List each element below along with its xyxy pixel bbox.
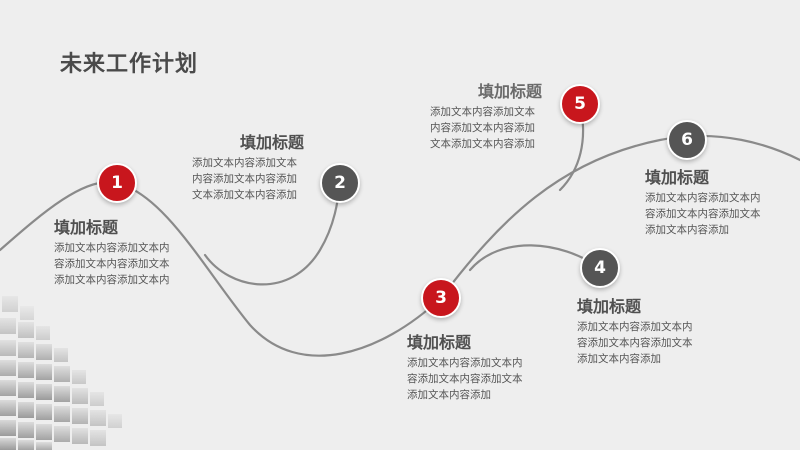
- milestone-heading: 填加标题: [240, 133, 305, 152]
- milestone-description: 添加文本内容添加文本内 容添加文本内容添加文本 添加文本内容添加: [645, 190, 761, 238]
- milestone-block-6: 填加标题 添加文本内容添加文本内 容添加文本内容添加文本 添加文本内容添加: [645, 168, 761, 238]
- milestone-heading: 填加标题: [478, 82, 543, 101]
- description-line: 添加文本内容添加: [645, 224, 729, 236]
- description-line: 添加文本内容添加文本内: [645, 192, 761, 204]
- milestone-description: 添加文本内容添加文本内 容添加文本内容添加文本 添加文本内容添加: [577, 319, 693, 367]
- description-line: 添加文本内容添加: [407, 389, 491, 401]
- milestone-block-5: 填加标题 添加文本内容添加文本 内容添加文本内容添加 文本添加文本内容添加: [430, 82, 542, 152]
- description-line: 添加文本内容添加文本内: [577, 321, 693, 333]
- description-line: 容添加文本内容添加文本: [645, 208, 761, 220]
- milestone-description: 添加文本内容添加文本 内容添加文本内容添加 文本添加文本内容添加: [430, 104, 542, 152]
- milestone-node-1[interactable]: 1: [97, 163, 137, 203]
- branch-curve-2: [203, 181, 342, 286]
- description-line: 添加文本内容添加文本: [430, 106, 535, 118]
- page-title: 未来工作计划: [60, 52, 199, 77]
- milestone-heading: 填加标题: [54, 218, 119, 237]
- milestone-block-4: 填加标题 添加文本内容添加文本内 容添加文本内容添加文本 添加文本内容添加: [577, 297, 693, 367]
- milestone-heading: 填加标题: [577, 297, 642, 316]
- milestone-description: 添加文本内容添加文本 内容添加文本内容添加 文本添加文本内容添加: [192, 155, 304, 203]
- description-line: 添加文本内容添加文本: [192, 157, 297, 169]
- milestone-node-6[interactable]: 6: [667, 120, 707, 160]
- milestone-node-2[interactable]: 2: [320, 163, 360, 203]
- milestone-block-2: 填加标题 添加文本内容添加文本 内容添加文本内容添加 文本添加文本内容添加: [192, 133, 304, 203]
- description-line: 添加文本内容添加: [577, 353, 661, 365]
- milestone-node-5[interactable]: 5: [560, 84, 600, 124]
- description-line: 文本添加文本内容添加: [192, 189, 297, 201]
- milestone-block-3: 填加标题 添加文本内容添加文本内 容添加文本内容添加文本 添加文本内容添加: [407, 333, 523, 403]
- milestone-node-4[interactable]: 4: [580, 248, 620, 288]
- description-line: 添加文本内容添加文本内: [54, 242, 170, 254]
- milestone-description: 添加文本内容添加文本内 容添加文本内容添加文本 添加文本内容添加文本内: [54, 240, 170, 288]
- milestone-description: 添加文本内容添加文本内 容添加文本内容添加文本 添加文本内容添加: [407, 355, 523, 403]
- description-line: 添加文本内容添加文本内: [54, 274, 170, 286]
- description-line: 容添加文本内容添加文本: [407, 373, 523, 385]
- milestone-heading: 填加标题: [645, 168, 710, 187]
- mosaic-decoration: [0, 296, 122, 450]
- milestone-node-3[interactable]: 3: [421, 278, 461, 318]
- description-line: 内容添加文本内容添加: [430, 122, 535, 134]
- milestone-block-1: 填加标题 添加文本内容添加文本内 容添加文本内容添加文本 添加文本内容添加文本内: [54, 218, 170, 288]
- description-line: 容添加文本内容添加文本: [577, 337, 693, 349]
- milestone-heading: 填加标题: [407, 333, 472, 352]
- description-line: 容添加文本内容添加文本: [54, 258, 170, 270]
- description-line: 内容添加文本内容添加: [192, 173, 297, 185]
- description-line: 文本添加文本内容添加: [430, 138, 535, 150]
- description-line: 添加文本内容添加文本内: [407, 357, 523, 369]
